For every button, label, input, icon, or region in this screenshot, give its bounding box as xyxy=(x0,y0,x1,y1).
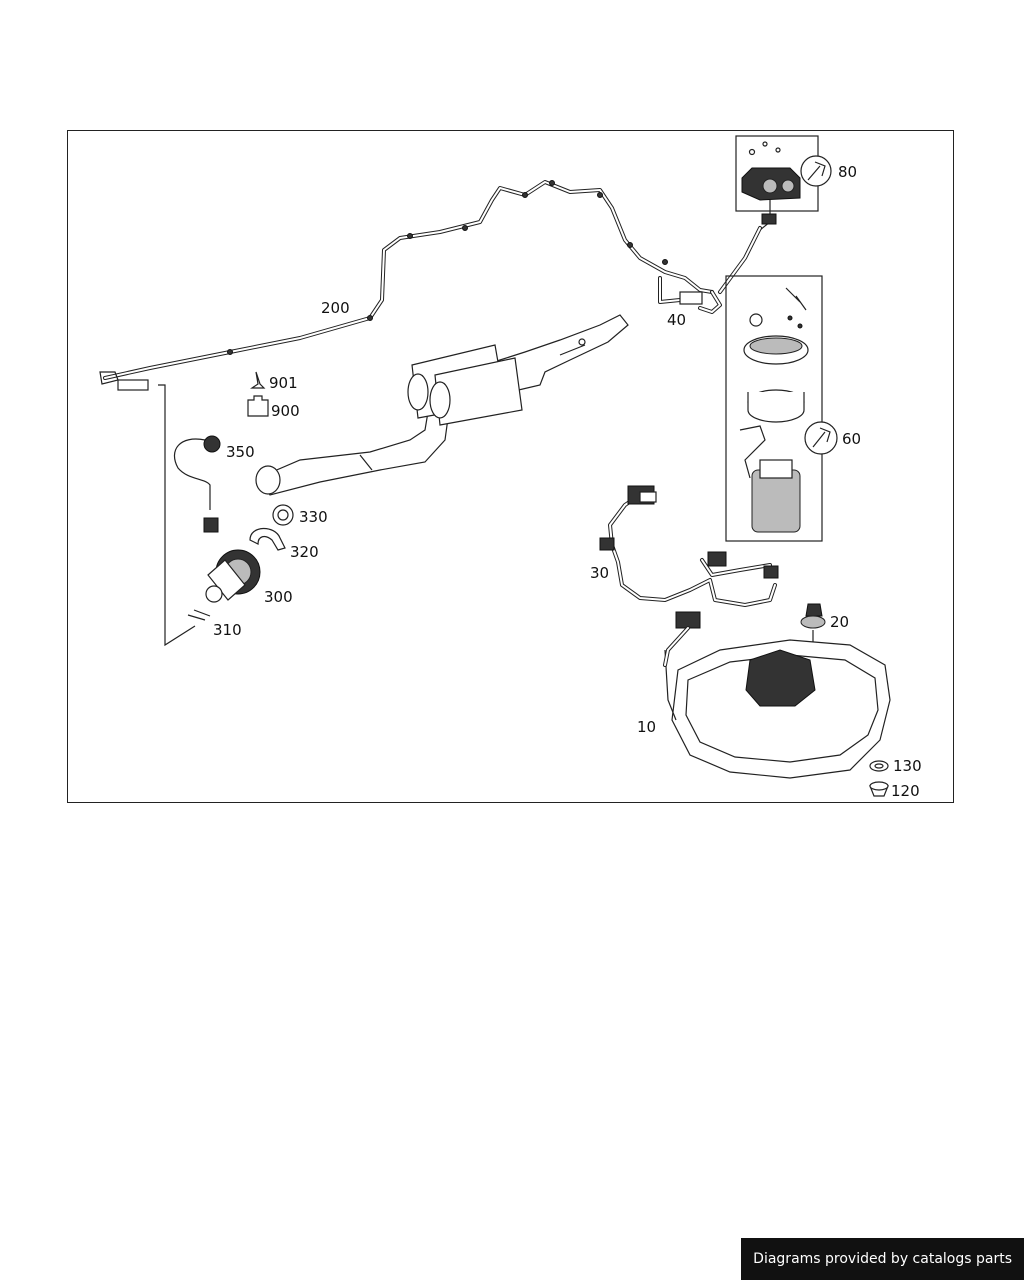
callout-10[interactable]: 10 xyxy=(637,718,656,736)
callout-310[interactable]: 310 xyxy=(213,621,242,639)
callout-901[interactable]: 901 xyxy=(269,374,298,392)
callout-300[interactable]: 300 xyxy=(264,588,293,606)
callout-350[interactable]: 350 xyxy=(226,443,255,461)
part-30-harness[interactable] xyxy=(599,485,779,607)
part-350-sensor[interactable] xyxy=(173,435,221,533)
callout-320[interactable]: 320 xyxy=(290,543,319,561)
part-80-pump[interactable] xyxy=(735,135,819,231)
part-310-pin[interactable] xyxy=(187,609,211,621)
part-900[interactable] xyxy=(247,395,269,417)
part-330-ring[interactable] xyxy=(272,504,294,526)
callout-900[interactable]: 900 xyxy=(271,402,300,420)
bracket-line-left xyxy=(158,384,196,647)
callout-120[interactable]: 120 xyxy=(891,782,920,800)
part-320-clamp[interactable] xyxy=(249,527,286,551)
callout-30[interactable]: 30 xyxy=(590,564,609,582)
callout-80[interactable]: 80 xyxy=(838,163,857,181)
diagram-frame xyxy=(67,130,954,803)
callout-330[interactable]: 330 xyxy=(299,508,328,526)
wrench-icon-80 xyxy=(800,155,832,187)
part-200-line[interactable] xyxy=(99,180,714,391)
part-10-tank[interactable] xyxy=(663,611,891,779)
part-300-pulley[interactable] xyxy=(205,549,261,603)
part-40-sensor[interactable] xyxy=(658,226,762,314)
exhaust-assembly xyxy=(255,314,629,496)
wrench-icon-60 xyxy=(804,421,838,455)
part-60-module[interactable] xyxy=(725,275,823,542)
diagram-credit-banner: Diagrams provided by catalogs parts xyxy=(741,1238,1024,1280)
part-901[interactable] xyxy=(250,371,266,389)
callout-20[interactable]: 20 xyxy=(830,613,849,631)
callout-40[interactable]: 40 xyxy=(667,311,686,329)
part-130-washer[interactable] xyxy=(869,760,889,772)
part-120-grommet[interactable] xyxy=(869,781,889,797)
part-20-cap[interactable] xyxy=(800,603,826,629)
callout-200[interactable]: 200 xyxy=(321,299,350,317)
callout-130[interactable]: 130 xyxy=(893,757,922,775)
callout-60[interactable]: 60 xyxy=(842,430,861,448)
